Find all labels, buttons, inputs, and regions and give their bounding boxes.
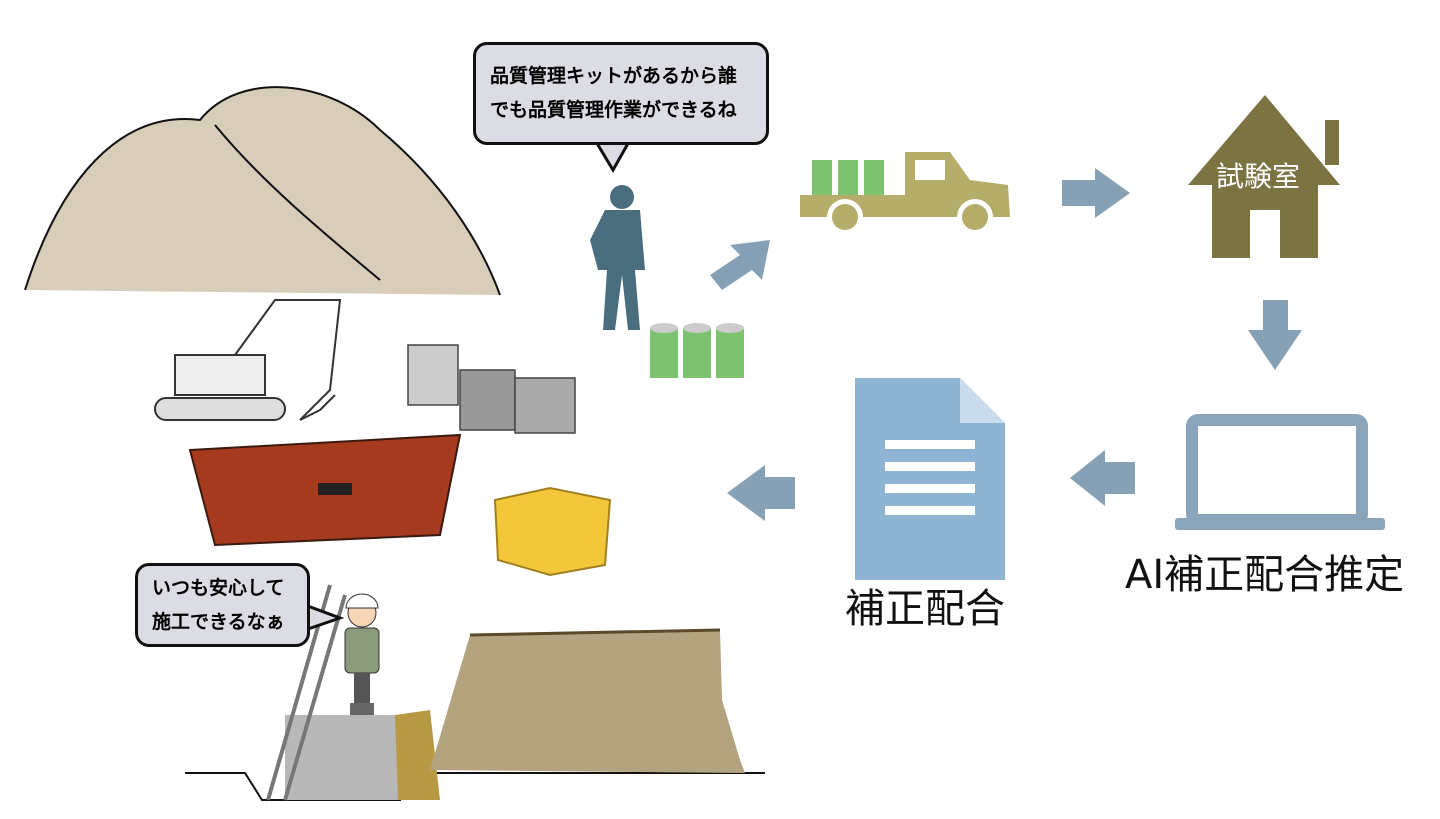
arrow-left-icon: [1070, 450, 1135, 506]
ai-estimation-label: AI補正配合推定: [1125, 552, 1405, 598]
laboratory-house-icon: [1188, 95, 1340, 258]
excavator-illustration: [154, 299, 342, 421]
worker-illustration: [344, 593, 380, 715]
construction-site-illustration: [185, 584, 765, 801]
laptop-icon: [1175, 414, 1385, 530]
truck-icon: [800, 152, 1010, 235]
arrow-right-icon: [1062, 168, 1130, 218]
arrow-left-icon: [727, 465, 795, 521]
skip-container-illustration: [188, 433, 462, 547]
arrow-down-icon: [1248, 300, 1302, 370]
worker-speech-bubble: いつも安心して 施工できるなぁ: [135, 563, 310, 647]
bubble-line: 品質管理キットがあるから誰: [490, 65, 738, 87]
corrected-mix-label: 補正配合: [845, 586, 1005, 632]
document-icon: [855, 378, 1005, 580]
inspector-speech-bubble: 品質管理キットがあるから誰 でも品質管理作業ができるね: [473, 42, 769, 145]
bulk-bags-illustration: [407, 344, 576, 434]
bubble-line: いつも安心して: [152, 577, 285, 599]
bubble-line: でも品質管理作業ができるね: [490, 99, 737, 121]
yellow-bag-illustration: [493, 486, 612, 577]
laboratory-label: 試験室: [1216, 160, 1301, 193]
arrow-up-right-icon: [710, 240, 770, 290]
bubble-line: 施工できるなぁ: [152, 611, 285, 633]
soil-pile-illustration: [24, 86, 501, 296]
sample-cans-icon: [650, 323, 744, 378]
inspector-silhouette: [590, 185, 645, 330]
